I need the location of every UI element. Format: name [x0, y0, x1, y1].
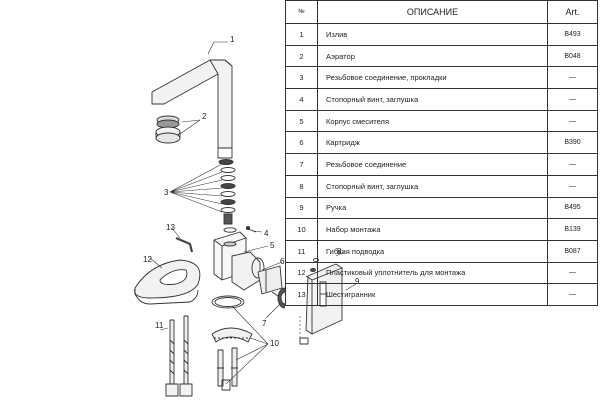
row-description: Корпус смесителя [317, 109, 548, 133]
part-cartridge [257, 265, 285, 301]
part-threaded-connection-gaskets [218, 159, 237, 233]
row-description: Картридж [317, 131, 548, 155]
part-mounting-kit [211, 295, 253, 391]
table-header-row: № ОПИСАНИЕ Art. [285, 0, 598, 24]
row-art: — [547, 261, 598, 285]
row-art: — [547, 174, 598, 198]
row-number: 1 [285, 23, 318, 46]
row-art: — [547, 109, 598, 133]
row-art: — [547, 283, 598, 306]
row-description: Шестигранник [317, 283, 548, 306]
part-threaded-connection-7 [277, 287, 285, 309]
row-description: Ручка [317, 196, 548, 220]
callout-7: 7 [262, 319, 267, 328]
callout-11: 11 [155, 321, 164, 330]
row-number: 4 [285, 88, 318, 111]
row-number: 7 [285, 153, 318, 176]
part-aerator [155, 115, 181, 144]
row-description: Аэратор [317, 44, 548, 68]
row-description: Гибкая подводка [317, 239, 548, 263]
row-art: B495 [547, 196, 598, 220]
callout-5: 5 [270, 241, 275, 250]
row-number: 6 [285, 131, 318, 155]
leader-lines [149, 41, 283, 385]
row-description: Стопорный винт, заглушка [317, 174, 548, 198]
row-art: B139 [547, 218, 598, 241]
row-number: 2 [285, 44, 318, 68]
row-number: 5 [285, 109, 318, 133]
header-description: ОПИСАНИЕ [317, 0, 548, 24]
part-plug-small [299, 337, 309, 345]
row-description: Излив [317, 23, 548, 46]
row-description: Резьбовое соединение, прокладки [317, 66, 548, 90]
row-number: 8 [285, 174, 318, 198]
part-plastic-mounting-gasket [134, 259, 201, 305]
row-number: 10 [285, 218, 318, 241]
row-art: B087 [547, 239, 598, 263]
row-number: 13 [285, 283, 318, 306]
row-description: Набор монтажа [317, 218, 548, 241]
callout-3: 3 [164, 188, 169, 197]
callout-2: 2 [202, 112, 207, 121]
callout-13: 13 [166, 223, 175, 232]
header-art: Art. [547, 0, 598, 24]
row-number: 3 [285, 66, 318, 90]
exploded-parts-drawing: 1 2 3 4 5 6 7 10 11 12 13 [134, 35, 285, 397]
part-spout [151, 59, 233, 159]
row-art: — [547, 153, 598, 176]
row-art: — [547, 66, 598, 90]
row-number: 12 [285, 261, 318, 285]
callout-12: 12 [143, 255, 152, 264]
row-art: B048 [547, 44, 598, 68]
part-mixer-body [213, 231, 265, 291]
row-art: B390 [547, 131, 598, 155]
row-description: Пластиковый уплотнитель для монтажа [317, 261, 548, 285]
header-number: № [285, 0, 318, 24]
row-description: Стопорный винт, заглушка [317, 88, 548, 111]
row-art: B493 [547, 23, 598, 46]
callout-1: 1 [230, 35, 235, 44]
part-hex-key [175, 236, 194, 253]
part-flexible-hoses [165, 315, 193, 397]
row-art: — [547, 88, 598, 111]
callout-6: 6 [280, 257, 285, 266]
callout-10: 10 [270, 339, 279, 348]
row-description: Резьбовое соединение [317, 153, 548, 176]
row-number: 11 [285, 239, 318, 263]
callout-4: 4 [264, 229, 269, 238]
row-number: 9 [285, 196, 318, 220]
